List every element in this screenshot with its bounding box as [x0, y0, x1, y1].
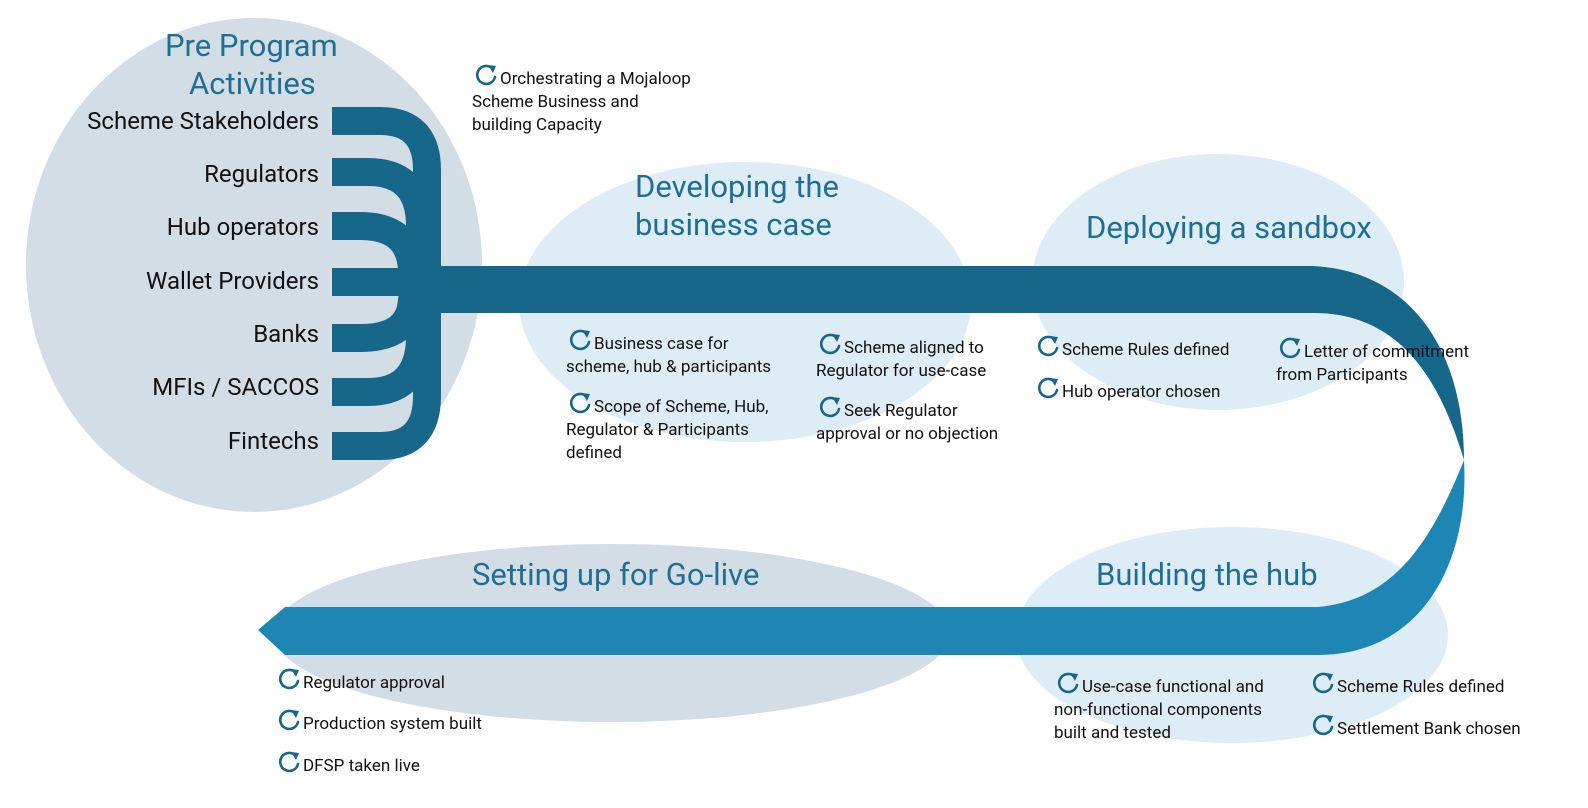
sandbox-title: Deploying a sandbox [1086, 209, 1372, 246]
cycle-icon [566, 390, 594, 416]
golive-title: Setting up for Go-live [472, 556, 760, 593]
business-case-item-2: Scope of Scheme, Hub,Regulator & Partici… [566, 390, 806, 465]
stakeholder-mfis: MFIs / SACCOS [152, 373, 319, 401]
hub-item-2: Scheme Rules defined [1309, 670, 1549, 699]
business-case-title-1: Developing the [635, 168, 839, 205]
hub-title: Building the hub [1096, 556, 1318, 593]
cycle-icon [1276, 335, 1304, 361]
stakeholder-connectors [332, 107, 441, 460]
golive-item-1: Regulator approval [275, 666, 535, 695]
stakeholder-fintechs: Fintechs [227, 427, 319, 455]
cycle-icon [816, 331, 844, 357]
cycle-icon [275, 666, 303, 692]
pre-program-title-2: Activities [189, 65, 316, 102]
cycle-icon [275, 749, 303, 775]
sandbox-item-1: Scheme Rules defined [1034, 333, 1264, 362]
golive-item-2: Production system built [275, 707, 535, 736]
cycle-icon [816, 394, 844, 420]
cycle-icon [472, 62, 500, 88]
stakeholder-regulators: Regulators [204, 160, 319, 188]
golive-item-3: DFSP taken live [275, 749, 535, 778]
cycle-icon [1309, 712, 1337, 738]
cycle-icon [566, 327, 594, 353]
business-case-title-2: business case [635, 206, 832, 243]
golive-arrow [258, 460, 1465, 655]
stakeholder-wallet-providers: Wallet Providers [146, 267, 319, 295]
pre-program-title-1: Pre Program [165, 27, 338, 64]
sandbox-item-2: Hub operator chosen [1034, 375, 1264, 404]
stakeholder-hub-operators: Hub operators [166, 213, 319, 241]
cycle-icon [1034, 375, 1062, 401]
stakeholder-scheme: Scheme Stakeholders [87, 107, 319, 135]
stakeholder-banks: Banks [253, 320, 319, 348]
cycle-icon [275, 707, 303, 733]
cycle-icon [1054, 670, 1082, 696]
hub-item-3: Settlement Bank chosen [1309, 712, 1549, 741]
main-path [415, 266, 1464, 460]
cycle-icon [1309, 670, 1337, 696]
cycle-icon [1034, 333, 1062, 359]
